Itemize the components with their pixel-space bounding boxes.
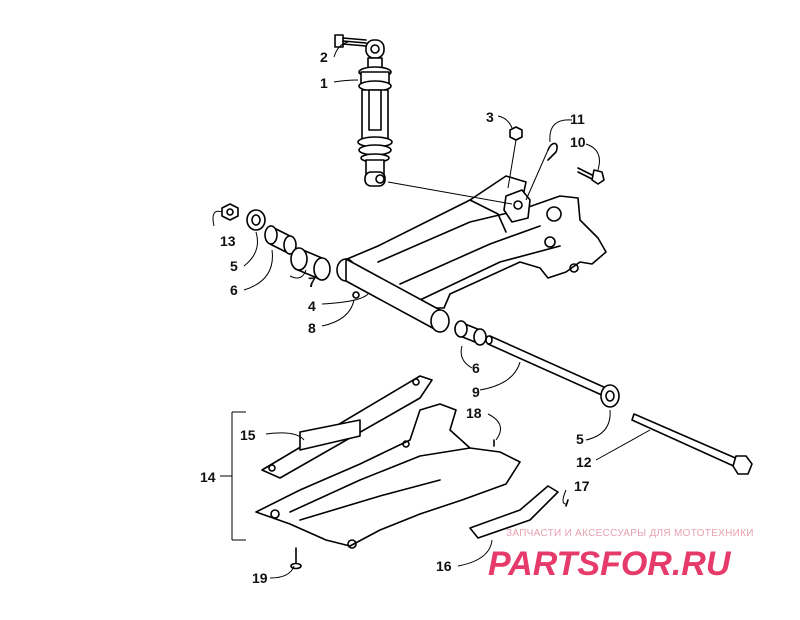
label-part-13: 13 bbox=[220, 233, 236, 249]
shock-bolt bbox=[334, 34, 367, 48]
label-part-11: 11 bbox=[570, 111, 585, 127]
rivet-17 bbox=[565, 499, 569, 507]
label-part-7: 7 bbox=[308, 274, 316, 290]
bolt-12 bbox=[631, 413, 753, 475]
label-part-5b: 5 bbox=[576, 431, 584, 447]
bushing-6a bbox=[264, 225, 297, 255]
washer-5b bbox=[600, 384, 620, 408]
label-part-9: 9 bbox=[472, 384, 480, 400]
label-part-6b: 6 bbox=[472, 360, 480, 376]
bushing-7 bbox=[290, 247, 331, 281]
bushing-6b bbox=[454, 320, 487, 346]
swing-arm bbox=[336, 175, 607, 333]
watermark-brand: PARTSFOR.RU bbox=[488, 545, 732, 583]
watermark-tagline: ЗАПЧАСТИ И АКСЕССУАРЫ ДЛЯ МОТОТЕХНИКИ bbox=[506, 528, 754, 539]
bracket-15 bbox=[261, 375, 433, 479]
pin-11 bbox=[547, 142, 558, 161]
label-part-3: 3 bbox=[486, 109, 494, 125]
label-part-17: 17 bbox=[574, 478, 590, 494]
shock-absorber bbox=[357, 39, 393, 187]
leader-lines bbox=[212, 41, 651, 579]
nut-3 bbox=[509, 126, 523, 141]
label-part-12: 12 bbox=[576, 454, 592, 470]
part-labels: 2 1 3 11 10 13 5 6 7 4 8 6 9 18 5 12 15 … bbox=[200, 49, 592, 586]
label-part-5a: 5 bbox=[230, 258, 238, 274]
grease-fitting-8 bbox=[352, 291, 360, 299]
skid-plate bbox=[255, 403, 521, 549]
watermark: ЗАПЧАСТИ И АКСЕССУАРЫ ДЛЯ МОТОТЕХНИКИ PA… bbox=[488, 528, 754, 583]
label-part-14: 14 bbox=[200, 469, 216, 485]
label-part-2: 2 bbox=[320, 49, 328, 65]
nut-13 bbox=[221, 203, 239, 221]
label-part-8: 8 bbox=[308, 320, 316, 336]
screw-19 bbox=[290, 547, 302, 570]
label-part-6a: 6 bbox=[230, 282, 238, 298]
shaft-9 bbox=[485, 335, 607, 397]
label-part-1: 1 bbox=[320, 75, 328, 91]
label-part-19: 19 bbox=[252, 570, 268, 586]
label-part-16: 16 bbox=[436, 558, 452, 574]
label-part-15: 15 bbox=[240, 427, 256, 443]
label-part-10: 10 bbox=[570, 134, 586, 150]
runner-16 bbox=[469, 485, 559, 539]
label-part-18: 18 bbox=[466, 405, 482, 421]
bolt-10 bbox=[577, 167, 605, 185]
label-part-4: 4 bbox=[308, 298, 316, 314]
washer-5a bbox=[246, 209, 266, 231]
